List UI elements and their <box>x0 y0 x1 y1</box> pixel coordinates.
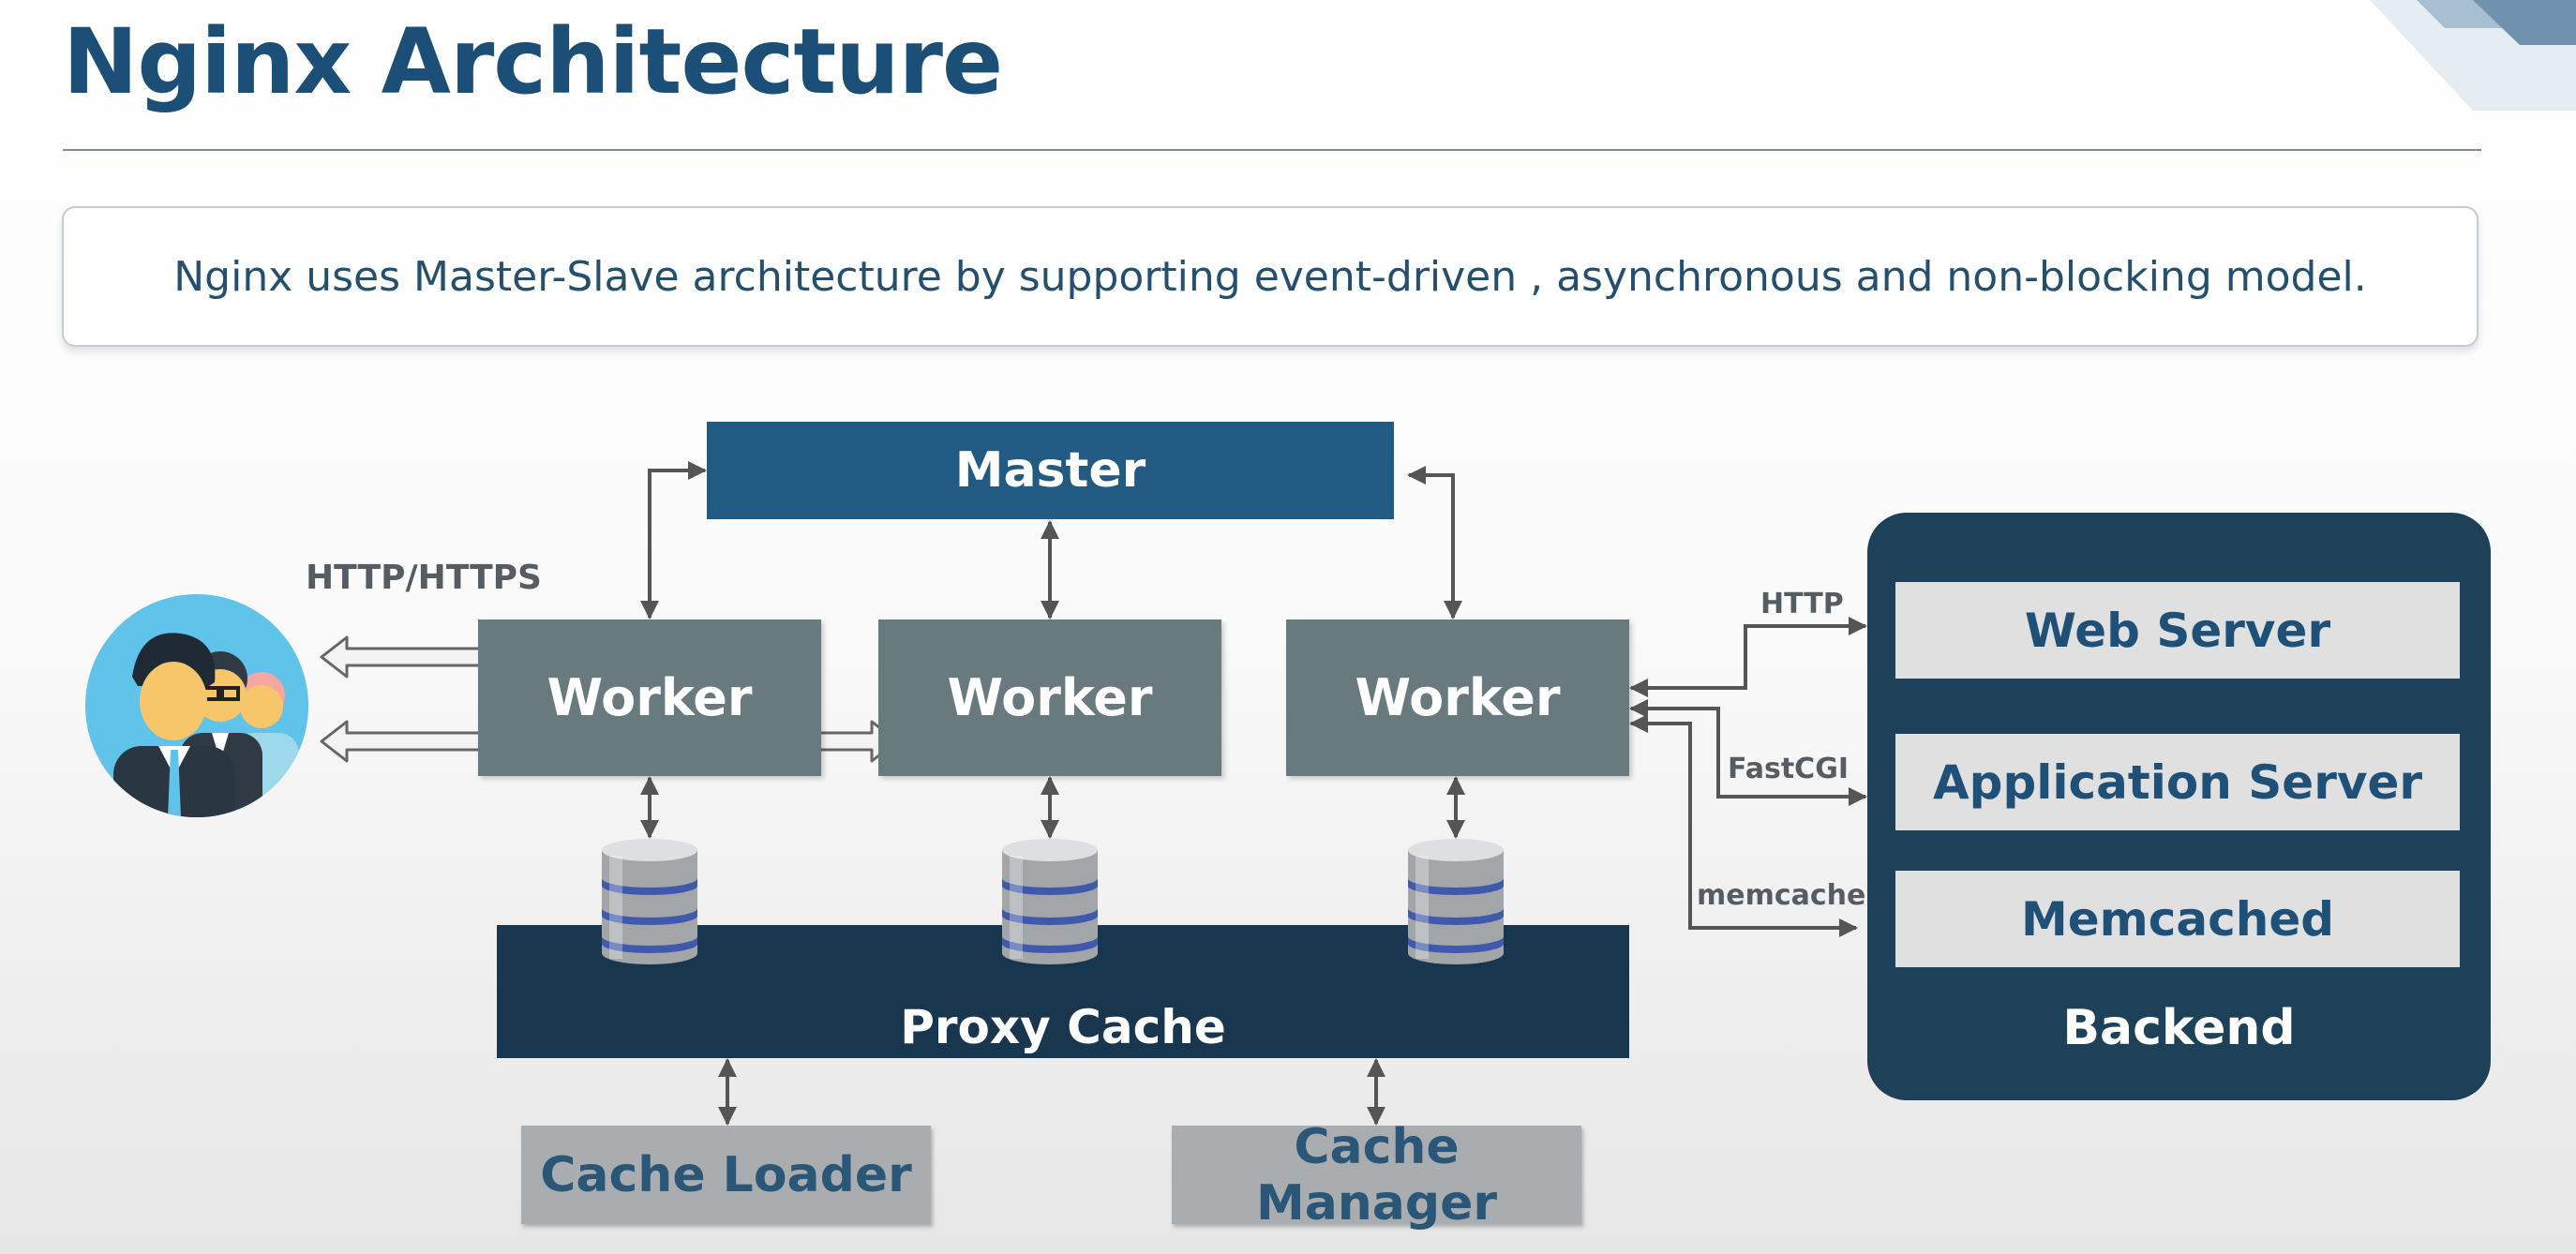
page-title: Nginx Architecture <box>63 9 1003 114</box>
users-group-icon <box>85 594 308 817</box>
backend-label: Backend <box>2062 1000 2296 1056</box>
database-icon <box>602 839 697 964</box>
memcached-node: Memcached <box>1895 871 2460 967</box>
http-label: HTTP <box>1760 588 1844 620</box>
fastcgi-label: FastCGI <box>1728 753 1849 785</box>
worker-node-3: Worker <box>1286 620 1629 776</box>
cache-loader-node: Cache Loader <box>521 1126 931 1224</box>
web-server-node: Web Server <box>1895 582 2460 679</box>
master-node: Master <box>707 422 1394 519</box>
memcache-label: memcache <box>1697 879 1866 912</box>
application-server-node: Application Server <box>1895 734 2460 830</box>
description-box: Nginx uses Master-Slave architecture by … <box>62 206 2479 347</box>
memcache-connector <box>1629 714 1858 937</box>
database-icon <box>1002 839 1098 964</box>
database-icon <box>1408 839 1504 964</box>
cache-manager-node: Cache Manager <box>1172 1119 1581 1232</box>
master-worker3-connector <box>1407 466 1462 620</box>
description-text: Nginx uses Master-Slave architecture by … <box>173 252 2367 301</box>
http-connector <box>1629 617 1867 697</box>
worker-node-2: Worker <box>878 620 1221 776</box>
http-https-label: HTTP/HTTPS <box>306 559 542 597</box>
backend-group: Web Server Application Server Memcached … <box>1867 513 2491 1100</box>
master-worker1-connector <box>640 461 707 620</box>
corner-stripe-decoration <box>2370 0 2576 111</box>
worker-node-1: Worker <box>478 620 821 776</box>
title-divider <box>63 149 2481 151</box>
